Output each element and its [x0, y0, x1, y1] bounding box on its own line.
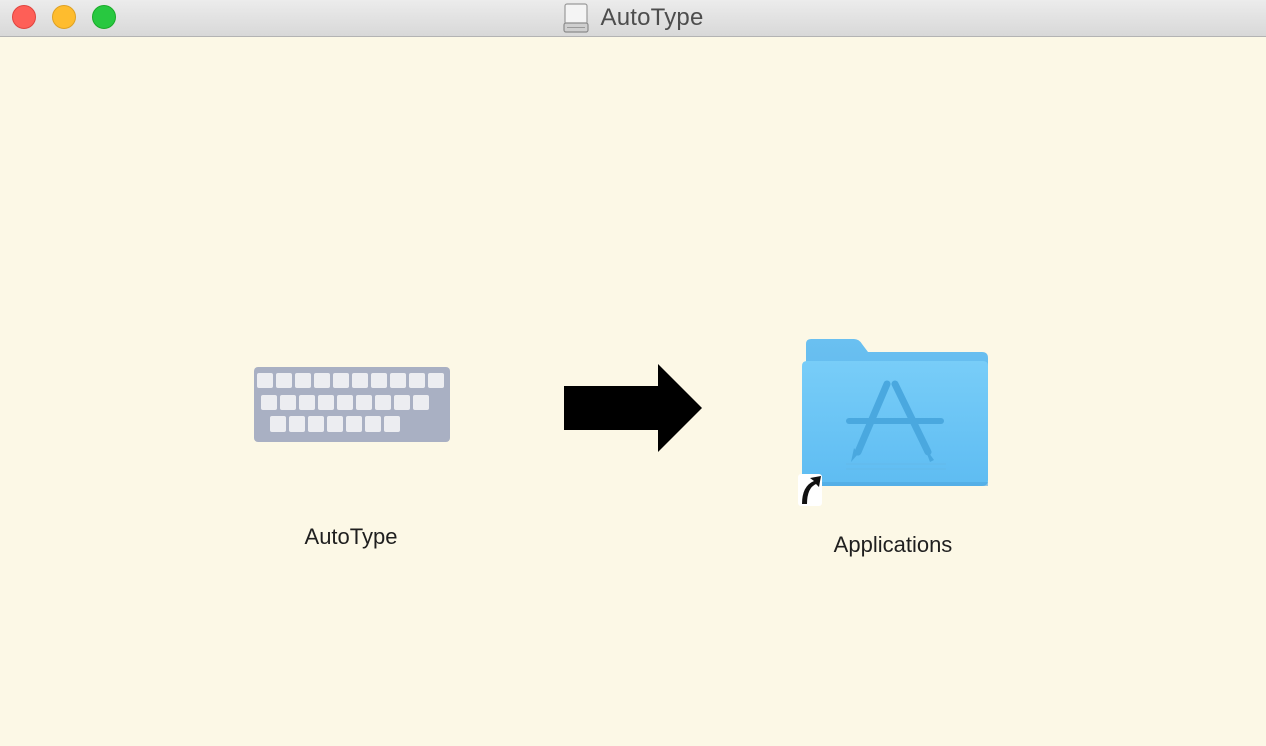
app-label-autotype: AutoType [304, 524, 398, 549]
arrow-right-icon [564, 364, 702, 452]
applications-folder-icon[interactable] [796, 336, 994, 516]
keyboard-app-icon[interactable] [254, 367, 450, 442]
window-title: AutoType [600, 4, 704, 31]
zoom-button[interactable] [92, 5, 116, 29]
title-bar[interactable]: AutoType [0, 0, 1266, 37]
minimize-button[interactable] [52, 5, 76, 29]
app-label-applications: Applications [833, 532, 953, 557]
window-title-group: AutoType [0, 0, 1266, 36]
volume-contents: AutoType [0, 38, 1266, 746]
close-button[interactable] [12, 5, 36, 29]
disk-image-icon [563, 3, 590, 33]
